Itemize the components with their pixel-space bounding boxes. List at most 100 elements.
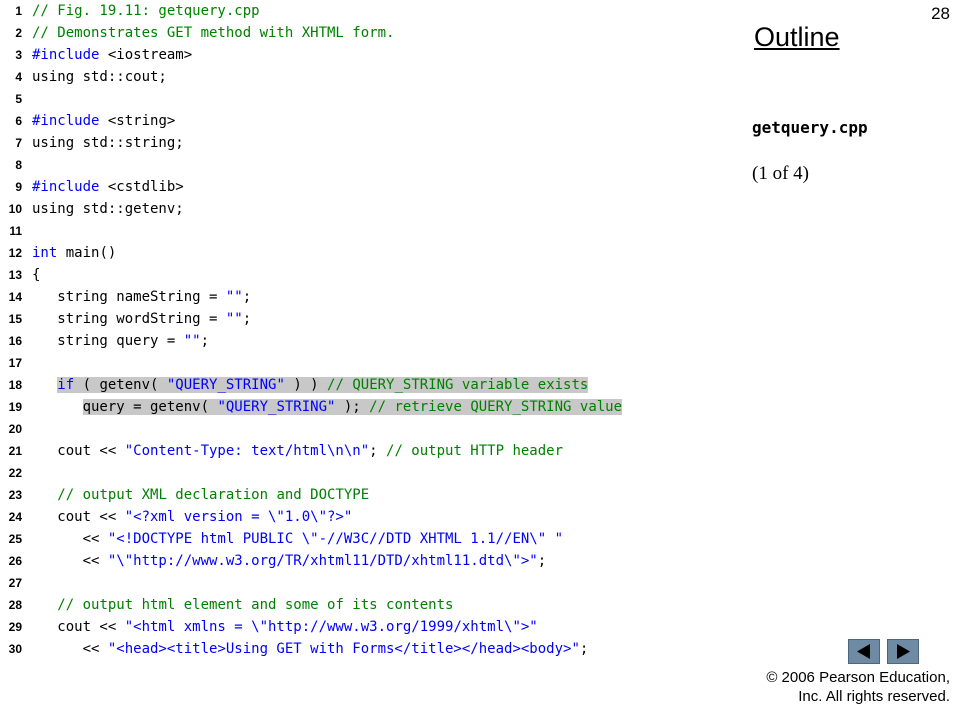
code-token-text: using std::getenv; [32,201,184,217]
code-token-text: ( getenv( [74,377,167,393]
code-token-text: ; [242,311,252,327]
code-token-comment: // output XML declaration and DOCTYPE [57,487,370,503]
code-line: 26 << "\"http://www.w3.org/TR/xhtml11/DT… [0,550,740,572]
line-number: 26 [8,554,22,568]
code-token-text: cout << [32,619,125,635]
code-token-text: string query = [32,333,184,349]
copyright-line-1: © 2006 Pearson Education, [766,669,950,686]
line-number: 23 [8,488,22,502]
code-token-text: ); [335,399,370,415]
code-token-text: string wordString = [32,311,226,327]
code-token-string: "" [183,333,201,349]
code-token-text: <cstdlib> [99,179,184,195]
outline-part-indicator: (1 of 4) [752,163,809,184]
code-line: 19 query = getenv( "QUERY_STRING" ); // … [0,396,740,418]
code-text: query = getenv( "QUERY_STRING" ); // ret… [32,396,623,418]
code-text: if ( getenv( "QUERY_STRING" ) ) // QUERY… [32,374,589,396]
code-line: 9#include <cstdlib> [0,176,740,198]
right-arrow-icon [897,644,910,659]
line-number: 19 [8,400,22,414]
code-token-text: main() [57,245,117,261]
line-number: 6 [15,114,22,128]
code-line: 14 string nameString = ""; [0,286,740,308]
line-number: 13 [8,268,22,282]
code-token-text: cout << [32,443,125,459]
code-line: 23 // output XML declaration and DOCTYPE [0,484,740,506]
code-token-comment: // output HTTP header [386,443,564,459]
line-number: 5 [15,92,22,106]
code-token-text: <string> [99,113,176,129]
code-token-text [32,487,57,503]
code-line: 10 using std::getenv; [0,198,740,220]
code-token-text: ; [200,333,210,349]
code-token-text: << [32,641,108,657]
code-token-text: { [32,267,41,283]
code-text: using std::getenv; [32,198,184,220]
line-number: 15 [8,312,22,326]
next-slide-button[interactable] [887,639,919,664]
code-text: // output html element and some of its c… [32,594,453,616]
code-text: #include <string> [32,110,175,132]
code-line: 13 { [0,264,740,286]
code-token-keyword: int [32,245,58,261]
code-token-keyword: if [57,377,75,393]
line-number: 16 [8,334,22,348]
copyright-line-2: Inc. All rights reserved. [798,688,950,705]
outline-filename: getquery.cpp [752,118,868,137]
code-text: string wordString = ""; [32,308,251,330]
code-token-text: query = getenv( [82,399,218,415]
left-arrow-icon [857,644,870,659]
line-number: 10 [8,202,22,216]
code-line: 7 using std::string; [0,132,740,154]
code-token-string: "QUERY_STRING" [166,377,285,393]
code-token-string: "Content-Type: text/html\n\n" [124,443,370,459]
line-number: 7 [15,136,22,150]
code-line: 18 if ( getenv( "QUERY_STRING" ) ) // QU… [0,374,740,396]
code-token-string: "<head><title>Using GET with Forms</titl… [107,641,580,657]
code-text: << "<head><title>Using GET with Forms</t… [32,638,589,660]
code-token-comment: // Fig. 19.11: getquery.cpp [32,3,260,19]
code-token-string: "\"http://www.w3.org/TR/xhtml11/DTD/xhtm… [107,553,538,569]
code-text: { [32,264,40,286]
code-text: using std::string; [32,132,184,154]
code-line: 21 cout << "Content-Type: text/html\n\n"… [0,440,740,462]
code-line: 24 cout << "<?xml version = \"1.0\"?>" [0,506,740,528]
code-line: 15 string wordString = ""; [0,308,740,330]
code-line: 27 [0,572,740,594]
code-token-text: ; [369,443,387,459]
line-number: 1 [15,4,22,18]
code-line: 6 #include <string> [0,110,740,132]
code-token-comment: // QUERY_STRING variable exists [327,377,589,393]
code-token-comment: // output html element and some of its c… [57,597,454,613]
code-text: string nameString = ""; [32,286,251,308]
code-line: 25 << "<!DOCTYPE html PUBLIC \"-//W3C//D… [0,528,740,550]
page-number: 28 [931,4,950,23]
code-line: 1 // Fig. 19.11: getquery.cpp [0,0,740,22]
code-token-comment: // retrieve QUERY_STRING value [369,399,623,415]
line-number: 22 [8,466,22,480]
line-number: 11 [9,224,22,238]
outline-title[interactable]: Outline [754,22,840,52]
code-token-text [32,399,83,415]
code-token-string: "<html xmlns = \"http://www.w3.org/1999/… [124,619,538,635]
code-text: // output XML declaration and DOCTYPE [32,484,369,506]
code-line: 20 [0,418,740,440]
code-token-text: ; [242,289,252,305]
line-number: 27 [8,576,22,590]
code-token-string: "<?xml version = \"1.0\"?>" [124,509,353,525]
code-text: cout << "<?xml version = \"1.0\"?>" [32,506,352,528]
code-line: 5 [0,88,740,110]
code-token-text [32,377,57,393]
line-number: 21 [8,444,22,458]
code-token-string: "" [225,289,243,305]
code-text: #include <iostream> [32,44,192,66]
code-text: // Fig. 19.11: getquery.cpp [32,0,260,22]
line-number: 3 [15,48,22,62]
code-text: cout << "<html xmlns = \"http://www.w3.o… [32,616,538,638]
previous-slide-button[interactable] [848,639,880,664]
code-token-text: <iostream> [99,47,193,63]
line-number: 17 [8,356,22,370]
